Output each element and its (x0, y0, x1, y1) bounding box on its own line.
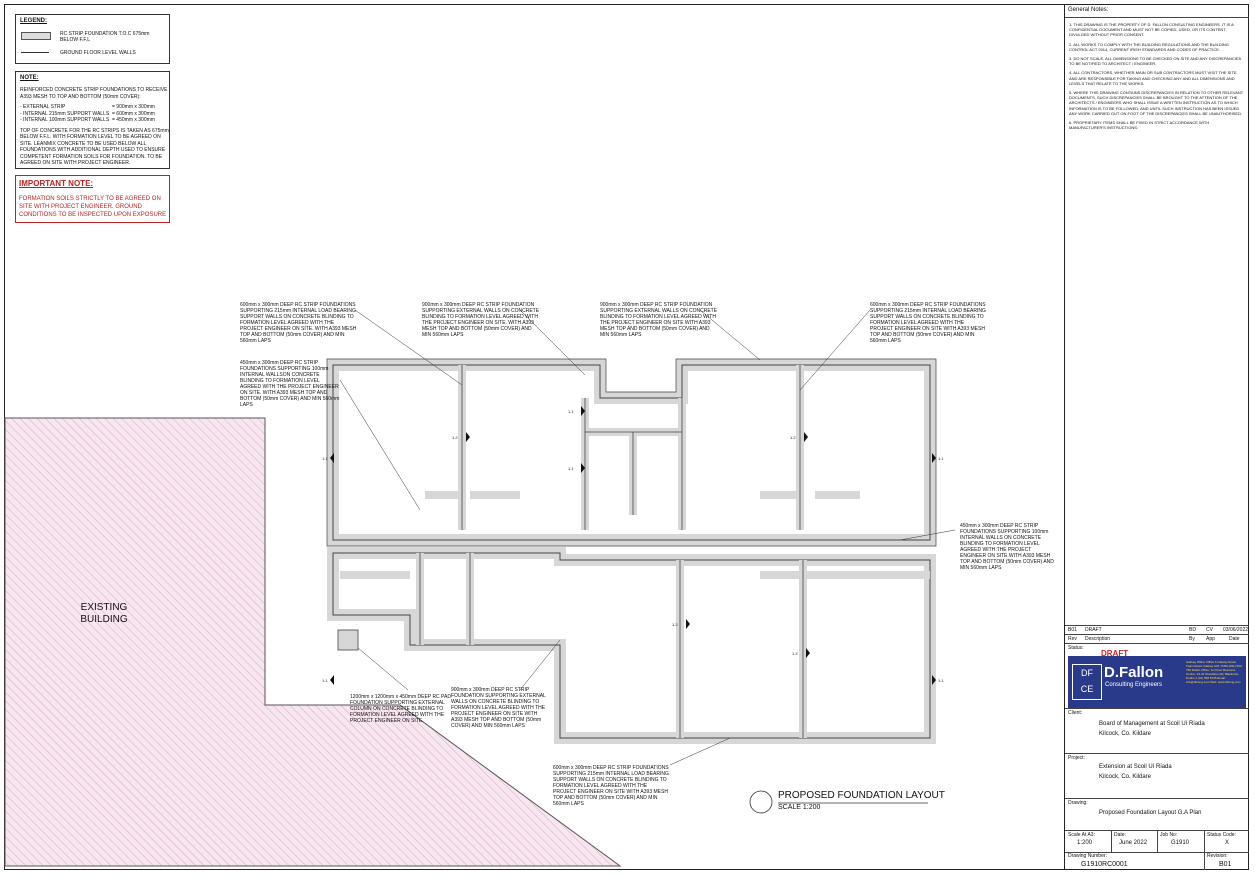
client-line2: Kilcock, Co. Kildare (1099, 731, 1152, 737)
legend-strip-swatch (21, 32, 51, 40)
company-logo: DF CE D.Fallon Consulting Engineers Galw… (1068, 656, 1246, 708)
drawing-scale: SCALE 1:200 (778, 804, 821, 811)
svg-text:1.1: 1.1 (938, 456, 944, 461)
revision-header-by: By (1189, 636, 1195, 642)
svg-text:1.1: 1.1 (322, 678, 328, 683)
legend-title: LEGEND: (20, 18, 47, 24)
drawing-name: Proposed Foundation Layout G.A Plan (1099, 810, 1202, 816)
svg-text:1.1: 1.1 (322, 456, 328, 461)
general-notes-list: 1. THIS DRAWING IS THE PROPERTY OF D. FA… (1069, 22, 1245, 134)
svg-text:1.1: 1.1 (568, 409, 574, 414)
callout-leaders (339, 309, 956, 766)
revision-by: BD (1189, 627, 1196, 633)
callout-internal-100-right: 450mm x 300mm DEEP RC STRIP FOUNDATIONS … (960, 523, 1054, 571)
client-label: Client: (1068, 710, 1083, 716)
important-note-box: IMPORTANT NOTE: FORMATION SOILS STRICTLY… (15, 175, 170, 223)
date-value: June 2022 (1119, 840, 1148, 846)
project-label: Project: (1068, 755, 1085, 761)
date-label: Date: (1114, 832, 1126, 838)
status-code-value: X (1225, 840, 1230, 846)
revision-header-app: App (1206, 636, 1215, 642)
drawing-title: PROPOSED FOUNDATION LAYOUT (778, 790, 945, 801)
general-note: 4. ALL CONTRACTORS, WHETHER MAIN OR SUB … (1069, 70, 1237, 86)
job-label: Job No: (1160, 832, 1178, 838)
svg-text:1.1: 1.1 (938, 678, 944, 683)
drawing-number-label: Drawing Number: (1068, 853, 1107, 859)
existing-building-label: EXISTING BUILDING (80, 602, 128, 625)
project-line1: Extension at Scoil Uí Riada (1099, 764, 1172, 770)
note-body-text: TOP OF CONCRETE FOR THE RC STRIPS IS TAK… (20, 127, 169, 167)
drawing-title-marker (749, 790, 773, 814)
drawing-number-value: G1910RC0001 (1081, 861, 1128, 868)
revision-desc: DRAFT (1085, 627, 1102, 633)
logo-name: D.Fallon (1104, 664, 1164, 681)
client-line1: Board of Management at Scoil Uí Riada (1099, 721, 1205, 727)
legend-box: LEGEND: RC STRIP FOUNDATION T.O.C 675mm … (15, 14, 170, 64)
status-label: Status: (1068, 645, 1084, 651)
revision-date: 03/06/2022 (1223, 627, 1249, 633)
note-row: - INTERNAL 215mm SUPPORT WALLS= 600mm x … (20, 110, 155, 117)
callout-external-bottom: 900mm x 300mm DEEP RC STRIP FOUNDATION S… (451, 687, 546, 729)
callout-internal-100-left: 450mm x 300mm DEEP RC STRIP FOUNDATIONS … (240, 360, 340, 408)
scale-label: Scale At A3: (1068, 832, 1095, 838)
callout-internal-215-top-right: 600mm x 300mm DEEP RC STRIP FOUNDATIONS … (870, 302, 986, 344)
general-note: 3. DO NOT SCALE, ALL DIMENSIONS TO BE CH… (1069, 56, 1242, 67)
general-note: 6. PROPRIETARY ITEMS SHALL BE FIXED IN S… (1069, 120, 1210, 131)
callout-internal-215-top-left: 600mm x 300mm DEEP RC STRIP FOUNDATIONS … (240, 302, 357, 344)
svg-text:1.2: 1.2 (790, 435, 796, 440)
scale-value: 1:200 (1077, 840, 1093, 846)
revision-header-rev: Rev (1068, 636, 1077, 642)
note-row: - INTERNAL 100mm SUPPORT WALLS= 450mm x … (20, 117, 155, 123)
important-note-body: FORMATION SOILS STRICTLY TO BE AGREED ON… (19, 196, 167, 218)
title-block: General Notes: 1. THIS DRAWING IS THE PR… (1064, 4, 1249, 870)
logo-mark: DF CE (1072, 664, 1102, 700)
revision-ck: CV (1206, 627, 1213, 633)
note-row: - EXTERNAL STRIP= 900mm x 300mm (20, 104, 155, 110)
svg-text:1.1: 1.1 (568, 466, 574, 471)
revision-value: B01 (1219, 861, 1232, 868)
legend-item-strip: RC STRIP FOUNDATION T.O.C 675mm BELOW F.… (60, 31, 150, 43)
general-note: 2. ALL WORKS TO COMPLY WITH THE BUILDING… (1069, 41, 1229, 52)
note-content: REINFORCED CONCRETE STRIP FOUNDATIONS TO… (20, 87, 170, 167)
note-title: NOTE: (20, 75, 39, 81)
foundation-outline (326, 358, 937, 744)
revision-header-desc: Description (1085, 636, 1111, 642)
job-value: G1910 (1171, 840, 1190, 846)
note-intro: REINFORCED CONCRETE STRIP FOUNDATIONS TO… (20, 87, 168, 100)
callout-pad-foundation: 1200mm x 1200mm x 450mm DEEP RC PAD FOUN… (350, 694, 451, 724)
general-note: 1. THIS DRAWING IS THE PROPERTY OF D. FA… (1069, 22, 1234, 38)
svg-text:1.2: 1.2 (672, 622, 678, 627)
section-markers: 1.1 1.1 1.1 1.1 1.2 1.2 1.1 1.1 1.2 1.2 (322, 406, 944, 685)
logo-contact: Galway Office: Office 6 Galway Road, Tua… (1186, 660, 1242, 684)
existing-building-area (4, 417, 622, 867)
legend-item-wall: GROUND FLOOR LEVEL WALLS (60, 50, 136, 56)
status-value: DRAFT (1101, 649, 1129, 658)
important-note-title: IMPORTANT NOTE: (19, 179, 94, 188)
general-notes-title: General Notes: (1068, 7, 1109, 13)
general-note: 5. WHERE THIS DRAWING CONTAINS DISCREPAN… (1069, 90, 1244, 116)
callout-external-top: 900mm x 300mm DEEP RC STRIP FOUNDATION S… (422, 302, 540, 338)
plan-drawing: 1.1 1.1 1.1 1.1 1.2 1.2 1.1 1.1 1.2 1.2 (4, 309, 956, 867)
project-line2: Kilcock, Co. Kildare (1099, 774, 1152, 780)
revision-rev: B01 (1068, 627, 1077, 633)
note-box: NOTE: REINFORCED CONCRETE STRIP FOUNDATI… (15, 71, 170, 169)
callout-internal-215-bottom: 600mm x 300mm DEEP RC STRIP FOUNDATIONS … (553, 765, 669, 807)
legend-wall-swatch (21, 52, 49, 53)
logo-subtitle: Consulting Engineers (1105, 682, 1163, 688)
revision-header-date: Date (1229, 636, 1240, 642)
status-code-label: Status Code: (1207, 832, 1236, 838)
revision-label: Revision: (1207, 853, 1228, 859)
drawing-label: Drawing: (1068, 800, 1088, 806)
svg-text:1.2: 1.2 (452, 435, 458, 440)
callout-external-top-right: 900mm x 300mm DEEP RC STRIP FOUNDATION S… (600, 302, 718, 338)
svg-text:1.2: 1.2 (792, 651, 798, 656)
